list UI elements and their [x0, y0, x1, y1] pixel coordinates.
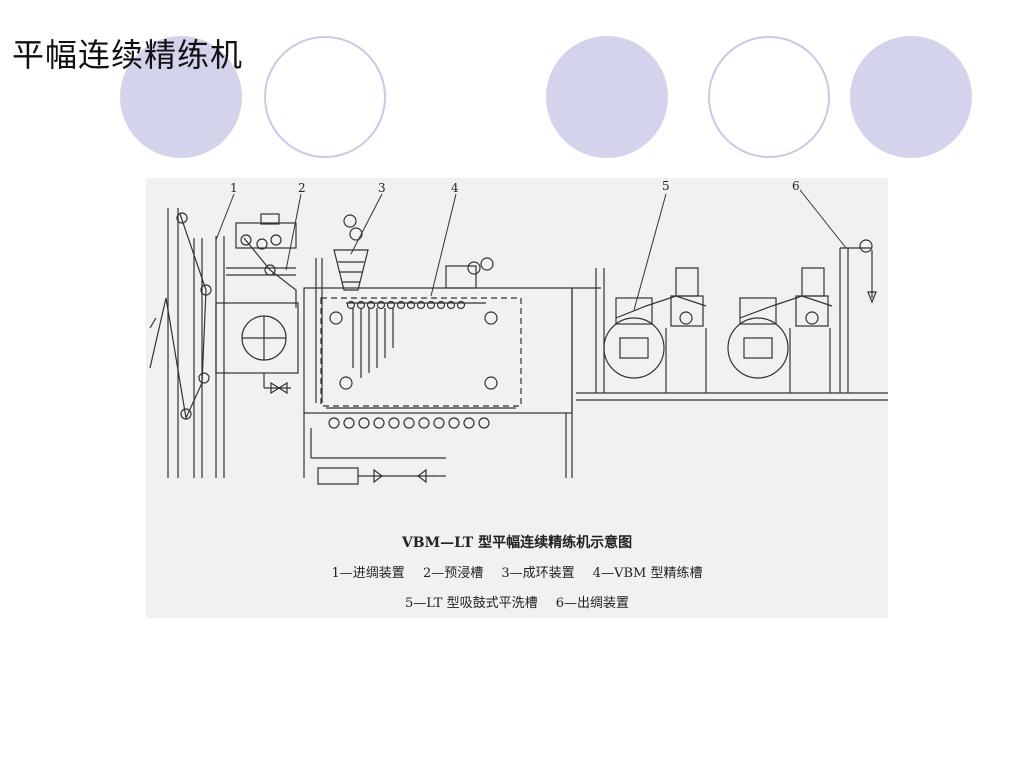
- legend-item: 1—进绸装置: [331, 566, 405, 581]
- callout-5: 5: [662, 179, 670, 193]
- legend-item: 6—出绸装置: [555, 596, 630, 611]
- callout-numbers: 1 2 3 4 5 6: [230, 179, 800, 195]
- legend-line-2: 5—LT 型吸鼓式平洗槽 6—出绸装置: [146, 592, 888, 611]
- slide-title: 平幅连续精练机: [12, 36, 244, 74]
- callout-leaders: [215, 189, 847, 311]
- decor-circle-1: [120, 36, 242, 158]
- suction-drum-washer-2: [727, 267, 833, 393]
- legend-line-1: 1—进绸装置 2—预浸槽 3—成环装置 4—VBM 型精练槽: [146, 562, 888, 581]
- legend-item: 5—LT 型吸鼓式平洗槽: [404, 596, 538, 611]
- machine-diagram: 1 2 3 4 5 6 VBM—LT 型平幅连续精练机示意图 1—进绸装置 2—…: [146, 178, 888, 618]
- looping-device: [315, 249, 369, 403]
- callout-6: 6: [792, 179, 800, 193]
- callout-1: 1: [230, 181, 238, 195]
- legend-item: 2—预浸槽: [422, 566, 484, 581]
- feeding-frame: [149, 208, 296, 478]
- scouring-tank: [303, 257, 573, 485]
- decor-circle-4: [708, 36, 830, 158]
- decor-circle-5: [850, 36, 972, 158]
- decor-circle-2: [264, 36, 386, 158]
- wash-tables: [572, 268, 888, 401]
- callout-3: 3: [378, 181, 386, 195]
- legend-item: 3—成环装置: [501, 566, 575, 581]
- callout-4: 4: [451, 181, 459, 195]
- output-device: [839, 239, 877, 393]
- legend-item: 4—VBM 型精练槽: [592, 566, 703, 581]
- decor-circle-3: [546, 36, 668, 158]
- diagram-caption-title: VBM—LT 型平幅连续精练机示意图: [401, 535, 633, 551]
- suction-drum-washer-1: [603, 267, 707, 393]
- callout-2: 2: [298, 181, 306, 195]
- diagram-drawing: 1 2 3 4 5 6: [149, 179, 888, 485]
- pre-immersion-tank: [215, 213, 363, 395]
